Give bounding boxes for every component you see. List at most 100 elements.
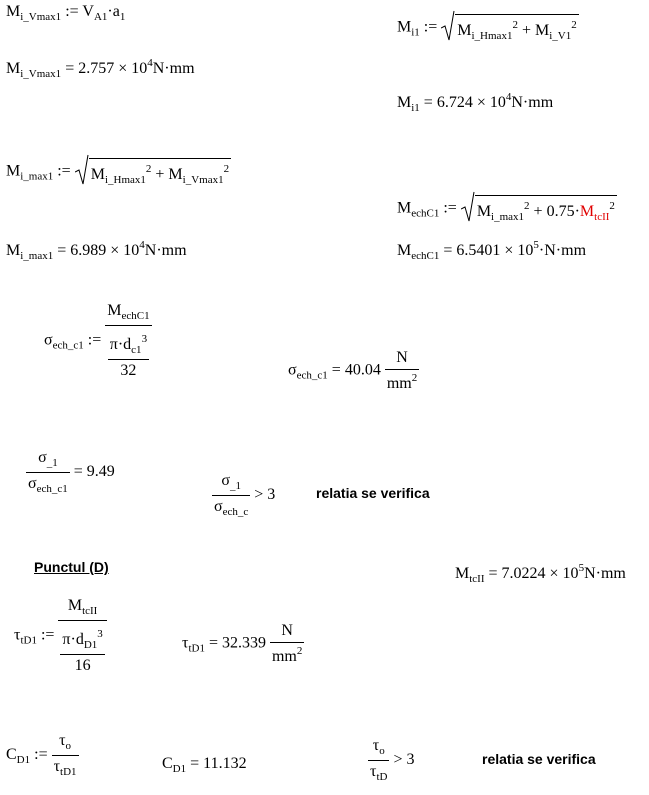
section-title: Punctul (D) [34, 559, 109, 575]
sqrt: Mi_Hmax12 + Mi_V12 [441, 10, 579, 42]
unit-denominator: mm [386, 375, 412, 392]
subscript: i_V1 [549, 30, 572, 42]
symbol: M [397, 199, 412, 217]
subscript: c1 [131, 344, 142, 356]
symbol: σ [44, 331, 53, 349]
tau-definition[interactable]: τtD1 := MtcII π·dD13 16 [14, 598, 107, 674]
exponent: 2 [411, 372, 418, 384]
subscript: _1 [229, 480, 241, 492]
symbol: C [6, 746, 17, 764]
symbol: M [90, 166, 105, 183]
ratio-sigma-check[interactable]: σ_1 σech_c > 3 [212, 473, 275, 518]
fraction: σ_1 σech_c [212, 472, 251, 518]
symbol: σ [288, 361, 297, 379]
exponent: 4 [505, 91, 512, 103]
m-i1-result[interactable]: Mi1 = 6.724 × 104N·mm [397, 92, 553, 114]
subscript: i_Hmax1 [471, 30, 513, 42]
unit-denominator: mm [271, 648, 297, 665]
equals-operator: = [331, 361, 341, 379]
fraction: τo τtD [368, 737, 390, 783]
expression: π·d [109, 336, 132, 353]
subscript: i_Vmax1 [20, 11, 62, 23]
equals-operator: = [208, 634, 218, 652]
fraction: MechC1 π·dc13 32 [105, 303, 152, 379]
subscript: i1 [411, 26, 420, 39]
subscript: tcII [82, 605, 98, 617]
m-vmax-definition[interactable]: Mi_Vmax1 := VA1·a1 [6, 4, 125, 23]
sqrt: Mi_Hmax12 + Mi_Vmax12 [74, 154, 232, 186]
value: 11.132 [203, 755, 247, 772]
subscript: i_Vmax1 [20, 68, 62, 80]
m-vmax-result[interactable]: Mi_Vmax1 = 2.757 × 104N·mm [6, 58, 195, 80]
value: 16 [74, 657, 91, 674]
fraction: τo τtD1 [51, 732, 79, 778]
subscript: i1 [411, 102, 420, 114]
symbol: M [6, 3, 21, 20]
subscript: _1 [46, 457, 58, 469]
dot-operator: · [107, 3, 113, 20]
symbol: M [6, 60, 21, 77]
symbol: τ [370, 763, 377, 780]
symbol: σ [28, 475, 37, 492]
ratio-sigma-result[interactable]: σ_1 σech_c1 = 9.49 [26, 450, 115, 495]
equals-operator: = [488, 565, 498, 582]
m-ech-definition[interactable]: MechC1 := Mi_max12 + 0.75·MtcII2 [397, 191, 617, 223]
sigma-result[interactable]: σech_c1 = 40.04 N mm2 [288, 349, 420, 392]
subscript: i_max1 [491, 211, 525, 223]
subscript: D1 [83, 639, 98, 651]
symbol: M [397, 242, 412, 259]
m-ech-result[interactable]: MechC1 = 6.5401 × 105·N·mm [397, 240, 586, 262]
assign-operator: := [34, 746, 48, 764]
equals-operator: = [65, 60, 75, 77]
exponent: 4 [139, 239, 145, 251]
m-max-definition[interactable]: Mi_max1 := Mi_Hmax12 + Mi_Vmax12 [6, 154, 232, 186]
assign-operator: := [423, 18, 438, 36]
symbol: τ [59, 732, 66, 749]
subscript: ech_c1 [52, 339, 84, 352]
subscript: tD1 [20, 634, 37, 647]
c-definition[interactable]: CD1 := τo τtD1 [6, 733, 79, 778]
subscript: tcII [469, 573, 485, 585]
subscript: ech_c1 [296, 369, 328, 382]
m-i1-definition[interactable]: Mi1 := Mi_Hmax12 + Mi_V12 [397, 10, 579, 42]
symbol: σ [221, 472, 230, 489]
subscript: o [65, 740, 72, 752]
equals-operator: = [57, 242, 67, 259]
value: 6.724 × 10 [436, 94, 506, 111]
subscript: echC1 [121, 310, 150, 322]
symbol: M [457, 22, 472, 39]
unit-fraction: N mm2 [384, 349, 420, 392]
plus-operator: + [521, 22, 531, 39]
tau-result[interactable]: τtD1 = 32.339 N mm2 [182, 622, 305, 665]
unit-numerator: N [396, 349, 408, 366]
subscript: tD1 [60, 766, 77, 778]
m-max-result[interactable]: Mi_max1 = 6.989 × 104N·mm [6, 240, 187, 262]
m-tcii-result[interactable]: MtcII = 7.0224 × 105N·mm [455, 563, 626, 585]
symbol: M [67, 597, 83, 614]
sqrt: Mi_max12 + 0.75·MtcII2 [460, 191, 617, 223]
symbol: σ [214, 498, 223, 515]
radical-icon [460, 191, 475, 222]
subscript: o [379, 745, 385, 757]
exponent: 2 [512, 19, 518, 31]
assign-operator: := [87, 331, 102, 349]
c-result[interactable]: CD1 = 11.132 [162, 756, 247, 775]
exponent: 2 [223, 163, 230, 175]
symbol: τ [53, 758, 61, 775]
value: 7.0224 × 10 [501, 565, 579, 582]
value: 32 [120, 362, 137, 379]
subscript: i_max1 [20, 170, 54, 183]
sigma-definition[interactable]: σech_c1 := MechC1 π·dc13 32 [44, 303, 152, 379]
subscript: D1 [16, 754, 31, 767]
symbol: τ [372, 737, 380, 754]
ratio-tau-check[interactable]: τo τtD > 3 [368, 738, 414, 783]
value: 6.989 × 10 [70, 242, 140, 259]
symbol: M [168, 166, 183, 183]
subscript: ech_c1 [36, 483, 68, 495]
symbol: V [82, 3, 94, 20]
symbol: M [455, 565, 470, 582]
unit-numerator: N [281, 622, 293, 639]
value: 2.757 × 10 [78, 60, 148, 77]
assign-operator: := [57, 162, 71, 180]
subscript: tcII [594, 211, 610, 223]
